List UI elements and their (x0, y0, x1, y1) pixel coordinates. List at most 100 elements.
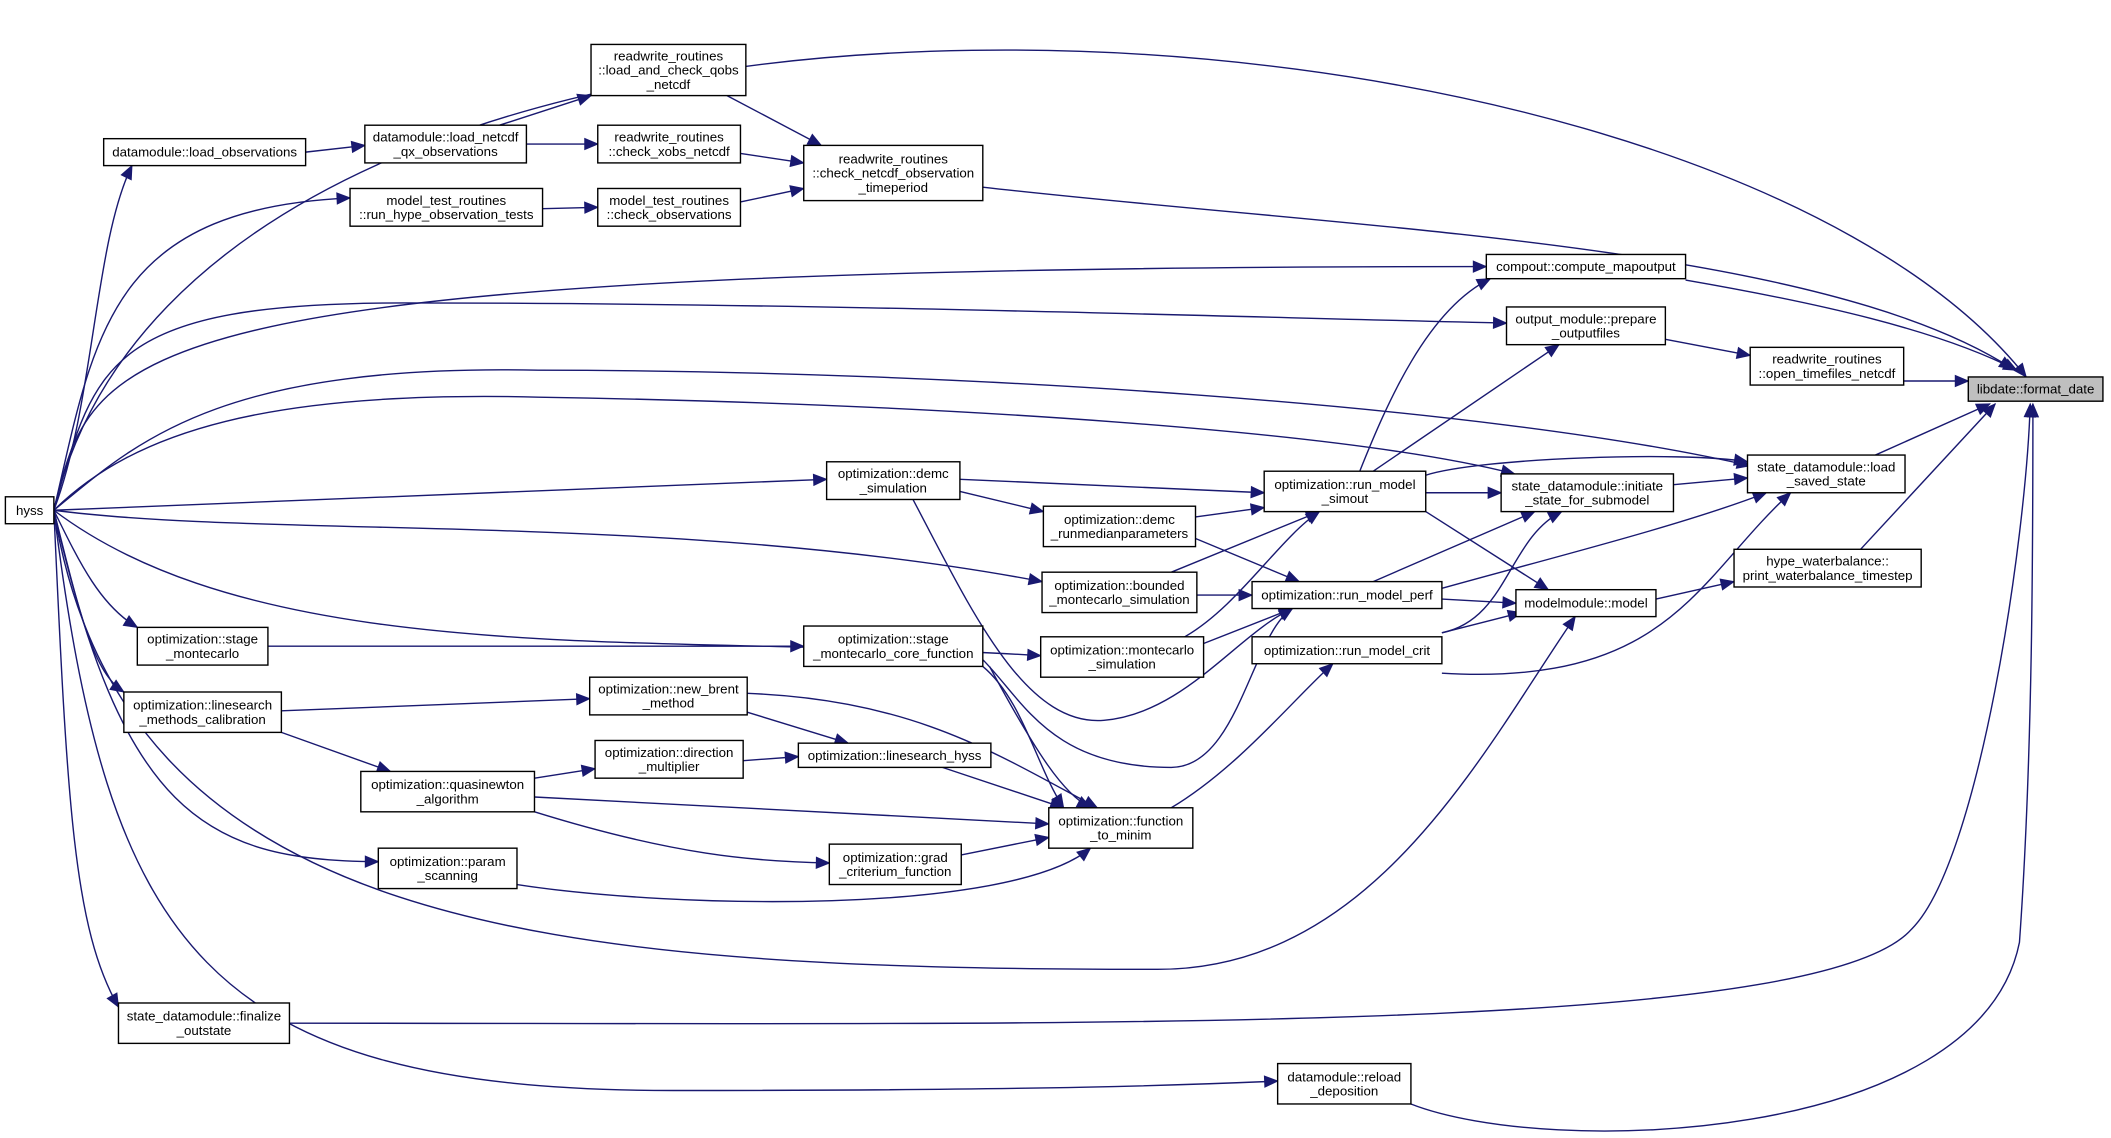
arrowhead-icon (1733, 453, 1749, 466)
node-run-model-perf[interactable]: optimization::run_model_perf (1251, 580, 1443, 610)
node-demc-simulation[interactable]: optimization::demc_simulation (825, 461, 961, 501)
node-load-observations[interactable]: datamodule::load_observations (102, 137, 307, 167)
edge-to-stage-montecarlo (53, 509, 139, 629)
node-bounded-mc[interactable]: optimization::bounded_montecarlo_simulat… (1041, 571, 1198, 614)
node-label: ::check_observations (607, 207, 732, 222)
arrowhead-icon (1954, 374, 1970, 388)
node-run-model-simout[interactable]: optimization::run_model_simout (1263, 470, 1427, 513)
node-montecarlo-sim[interactable]: optimization::montecarlo_simulation (1039, 636, 1205, 678)
node-label: readwrite_routines (614, 48, 724, 63)
node-box (1749, 346, 1905, 386)
node-load-saved-state[interactable]: state_datamodule::load_saved_state (1746, 454, 1906, 494)
arrowhead-icon (815, 856, 831, 869)
arrowhead-icon (122, 615, 139, 629)
edge-to-demc-runmedian (959, 490, 1045, 515)
node-run-model-crit[interactable]: optimization::run_model_crit (1251, 636, 1443, 665)
arrowhead-icon (2026, 402, 2040, 418)
node-label: readwrite_routines (1772, 352, 1882, 367)
node-quasinewton[interactable]: optimization::quasinewton_algorithm (360, 770, 536, 813)
arrowhead-icon (784, 751, 800, 764)
node-finalize-outstate[interactable]: state_datamodule::finalize_outstate (117, 1002, 291, 1045)
node-box (1485, 253, 1687, 280)
node-label: _montecarlo (165, 646, 239, 661)
node-param-scanning[interactable]: optimization::param_scanning (377, 847, 518, 890)
node-load-and-check-qobs[interactable]: readwrite_routines::load_and_check_qobs_… (590, 43, 747, 97)
arrowhead-icon (1776, 491, 1792, 507)
node-label: _saved_state (1786, 474, 1866, 489)
node-label: ::check_netcdf_observation (812, 166, 974, 181)
node-label: compout::compute_mapoutput (1496, 259, 1676, 274)
node-label: ::load_and_check_qobs (598, 63, 739, 78)
edge-to-function-to-minim (534, 796, 1051, 830)
node-format-date[interactable]: libdate::format_date (1967, 376, 2104, 402)
node-label: ::check_xobs_netcdf (608, 144, 730, 159)
edge-to-run-model-simout (1195, 503, 1266, 518)
edge-to-demc-simulation (53, 473, 828, 511)
node-initiate-state[interactable]: state_datamodule::initiate_state_for_sub… (1500, 473, 1675, 513)
node-linesearch-calib[interactable]: optimization::linesearch_methods_calibra… (123, 691, 283, 734)
arrowhead-icon (1318, 662, 1334, 678)
edge-to-run-model-simout (959, 478, 1266, 499)
node-label: _state_for_submodel (1524, 492, 1649, 507)
node-label: _qx_observations (393, 144, 499, 159)
node-linesearch-hyss[interactable]: optimization::linesearch_hyss (797, 742, 992, 769)
node-box (1276, 1062, 1412, 1105)
node-label: readwrite_routines (614, 130, 724, 145)
arrowhead-icon (1487, 486, 1503, 500)
node-hyss[interactable]: hyss (4, 496, 55, 525)
node-demc-runmedian[interactable]: optimization::demc_runmedianparameters (1042, 505, 1197, 548)
node-box (1500, 473, 1675, 513)
node-box (123, 691, 283, 734)
node-open-timefiles[interactable]: readwrite_routines::open_timefiles_netcd… (1749, 346, 1905, 386)
node-box (590, 43, 747, 97)
node-box (349, 187, 544, 227)
arrowhead-icon (2001, 358, 2018, 371)
edge-to-modelmodule-model (1441, 609, 1523, 634)
node-box (1251, 636, 1443, 665)
node-modelmodule-model[interactable]: modelmodule::model (1515, 588, 1657, 618)
node-label: _simout (1321, 491, 1369, 506)
node-check-netcdf-obs[interactable]: readwrite_routines::check_netcdf_observa… (803, 144, 984, 202)
node-stage-mc-core[interactable]: optimization::stage_montecarlo_core_func… (803, 625, 984, 668)
node-print-waterbalance[interactable]: hype_waterbalance::print_waterbalance_ti… (1733, 548, 1922, 588)
node-run-hype-obs-tests[interactable]: model_test_routines::run_hype_observatio… (349, 187, 544, 227)
node-box (1039, 636, 1205, 678)
arrowhead-icon (336, 192, 352, 205)
node-label: _montecarlo_simulation (1048, 592, 1189, 607)
arrowhead-icon (364, 855, 380, 868)
node-compute-mapoutput[interactable]: compout::compute_mapoutput (1485, 253, 1687, 280)
node-label: datamodule::load_observations (112, 145, 297, 160)
edge-to-initiate-state (1425, 486, 1503, 500)
node-check-xobs[interactable]: readwrite_routines::check_xobs_netcdf (597, 124, 742, 164)
node-stage-montecarlo[interactable]: optimization::stage_montecarlo (136, 626, 269, 666)
node-box (594, 739, 744, 779)
edge-to-linesearch-calib (53, 510, 125, 693)
node-label: hyss (16, 503, 44, 518)
node-box (803, 144, 984, 202)
edge-to-run-model-perf (1195, 537, 1301, 583)
edge-to-linesearch-hyss (746, 711, 850, 746)
node-prepare-outputfiles[interactable]: output_module::prepare_outputfiles (1505, 306, 1667, 346)
edge-to-modelmodule-model (1425, 510, 1550, 591)
node-reload-deposition[interactable]: datamodule::reload_deposition (1276, 1062, 1412, 1105)
node-new-brent[interactable]: optimization::new_brent_method (588, 676, 748, 716)
arrowhead-icon (1249, 503, 1266, 516)
edge-to-run-model-crit (1170, 662, 1334, 809)
node-box (797, 742, 992, 769)
node-label: optimization::grad (843, 850, 948, 865)
node-label: _methods_calibration (138, 712, 265, 727)
node-label: optimization::function (1058, 813, 1183, 828)
edge-to-compute-mapoutput (1359, 278, 1492, 472)
node-label: datamodule::load_netcdf (373, 130, 519, 145)
arrowhead-icon (1733, 472, 1749, 486)
node-function-to-minim[interactable]: optimization::function_to_minim (1048, 807, 1194, 849)
node-grad-criterium[interactable]: optimization::grad_criterium_function (828, 843, 962, 886)
node-direction-multiplier[interactable]: optimization::direction_multiplier (594, 739, 744, 779)
node-box (597, 124, 742, 164)
arrowhead-icon (1533, 577, 1550, 591)
arrowhead-icon (1034, 833, 1051, 847)
node-load-netcdf-qx[interactable]: datamodule::load_netcdf_qx_observations (364, 124, 528, 164)
node-check-observations[interactable]: model_test_routines::check_observations (597, 187, 742, 227)
node-label: ::open_timefiles_netcdf (1759, 366, 1896, 381)
arrowhead-icon (1028, 502, 1045, 515)
